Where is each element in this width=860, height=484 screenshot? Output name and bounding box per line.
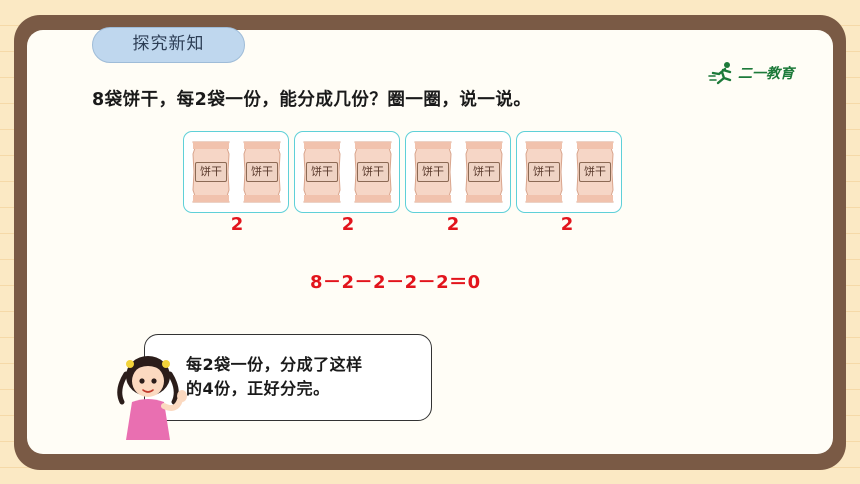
bag-label: 饼干: [195, 162, 227, 182]
bag-group-2: 饼干 饼干: [294, 131, 400, 213]
subtraction-equation: 8－2－2－2－2＝0: [310, 272, 481, 293]
cookie-bag: 饼干: [302, 140, 342, 204]
speech-line-1: 每2袋一份，分成了这样: [186, 355, 363, 374]
cookie-bag: 饼干: [191, 140, 231, 204]
bag-label: 饼干: [579, 162, 611, 182]
cookie-bag: 饼干: [242, 140, 282, 204]
bag-label: 饼干: [468, 162, 500, 182]
speech-bubble: [144, 334, 432, 421]
section-tag: 探究新知: [92, 27, 245, 63]
cookie-bag: 饼干: [353, 140, 393, 204]
bag-group-3: 饼干 饼干: [405, 131, 511, 213]
cookie-bag: 饼干: [575, 140, 615, 204]
group-count-3: 2: [446, 214, 460, 235]
speech-line-2: 的4份，正好分完。: [186, 379, 330, 398]
bag-label: 饼干: [417, 162, 449, 182]
bag-label: 饼干: [528, 162, 560, 182]
brand-logo: 二一教育: [708, 60, 794, 86]
question-text: 8袋饼干，每2袋一份，能分成几份？圈一圈，说一说。: [92, 90, 532, 110]
bag-group-4: 饼干 饼干: [516, 131, 622, 213]
bag-group-1: 饼干 饼干: [183, 131, 289, 213]
cookie-bag: 饼干: [464, 140, 504, 204]
runner-icon: [708, 62, 732, 85]
group-count-1: 2: [230, 214, 244, 235]
bag-label: 饼干: [357, 162, 389, 182]
cookie-bag: 饼干: [413, 140, 453, 204]
group-count-4: 2: [560, 214, 574, 235]
bag-label: 饼干: [306, 162, 338, 182]
girl-illustration: [117, 356, 187, 440]
bag-label: 饼干: [246, 162, 278, 182]
logo-text: 二一教育: [738, 66, 794, 82]
cookie-bag: 饼干: [524, 140, 564, 204]
group-count-2: 2: [341, 214, 355, 235]
speech-text: 每2袋一份，分成了这样 的4份，正好分完。: [186, 353, 422, 401]
